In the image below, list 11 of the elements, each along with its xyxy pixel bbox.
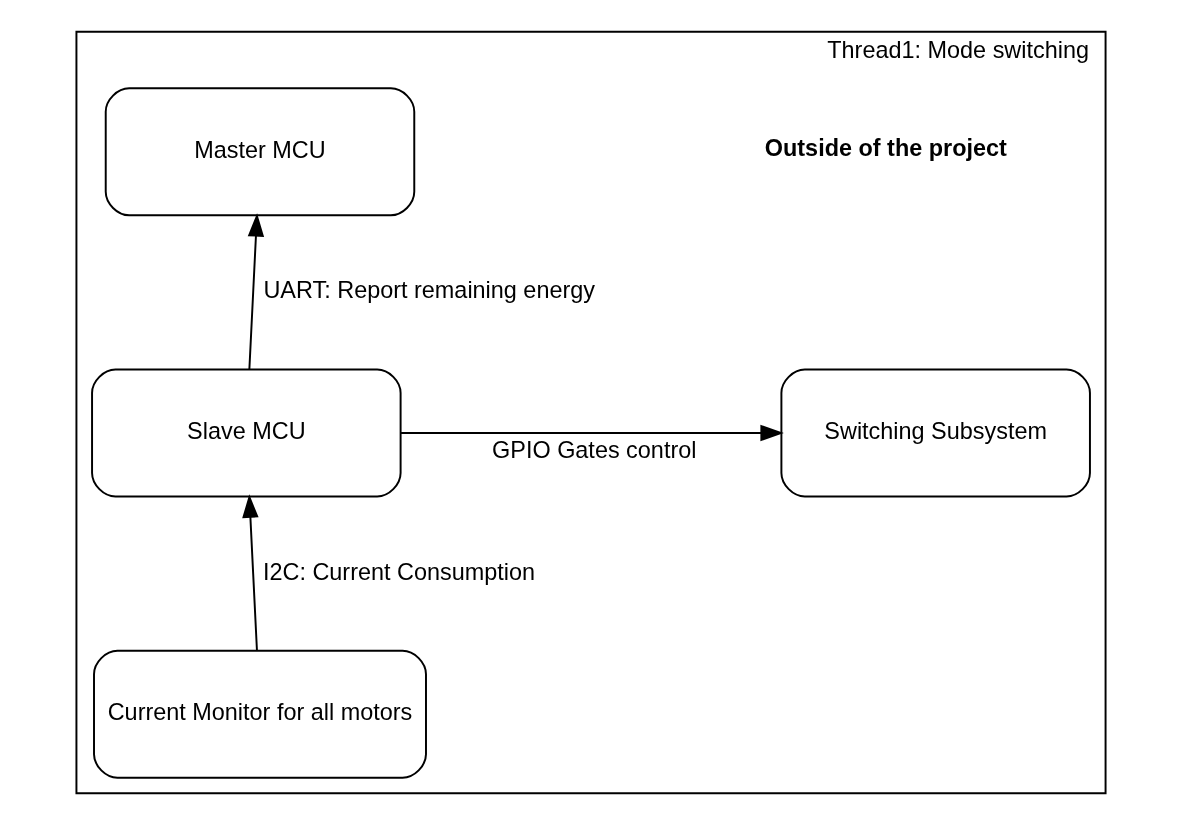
node-box: Switching Subsystem (779, 368, 1091, 498)
node-box: Current Monitor for all motors (92, 649, 427, 779)
label: Outside of the project (764, 134, 1007, 161)
edge-label: UART: Report remaining energy (262, 277, 595, 304)
edge-label: GPIO Gates control (491, 436, 696, 463)
arrow (241, 494, 259, 652)
node-box: Master MCU (104, 87, 415, 217)
arrow (399, 424, 784, 442)
arrow (247, 213, 264, 371)
node-box: Slave MCU (90, 368, 402, 498)
edge-label: I2C: Current Consumption (262, 558, 535, 585)
